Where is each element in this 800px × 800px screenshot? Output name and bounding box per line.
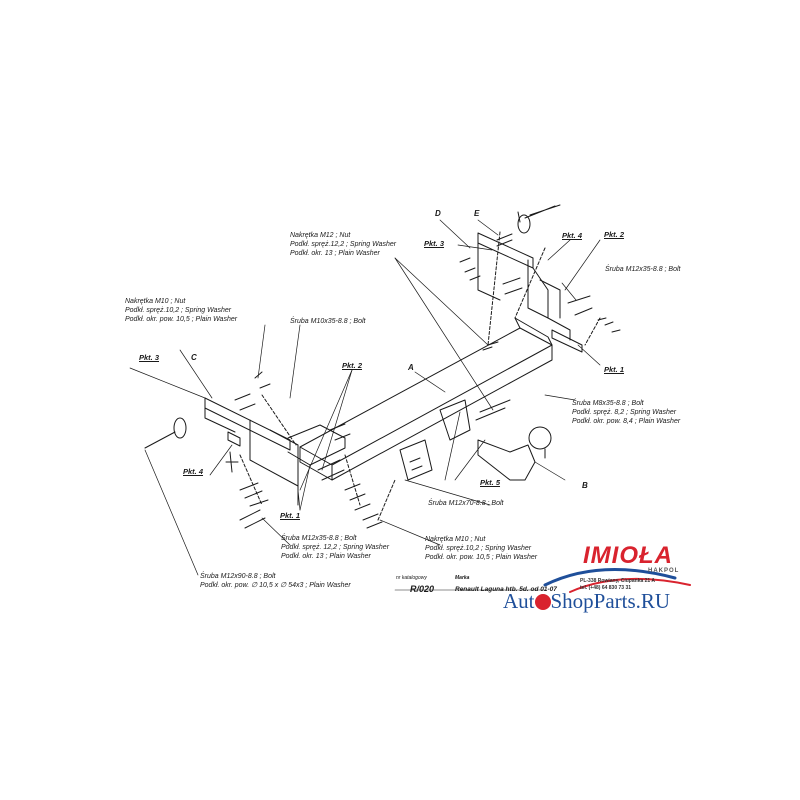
label-plain-washer-10-5-bottom: Podkł. okr. pow. 10,5 ; Plain Washer xyxy=(425,554,538,561)
logo-address-line-1: PL-338 Rowiany, Ciupanka 21 A xyxy=(580,578,656,584)
label-plain-washer-13-bottom: Podkł. okr. 13 ; Plain Washer xyxy=(281,553,371,560)
callout-pkt-4-top: Pkt. 4 xyxy=(562,231,583,240)
right-bracket xyxy=(477,232,583,353)
part-letter-d: D xyxy=(435,209,441,218)
leader-lines xyxy=(129,219,601,576)
catalog-number-label: nr katalogowy xyxy=(396,575,427,581)
part-letter-a: A xyxy=(408,363,414,372)
callout-pkt-1-right: Pkt. 1 xyxy=(604,365,625,374)
label-bolt-m12-right: Śruba M12x35-8.8 ; Bolt xyxy=(605,266,681,273)
crossbar-a xyxy=(299,317,553,481)
callout-pkt-2-mid: Pkt. 2 xyxy=(342,361,363,370)
logo-swoosh xyxy=(543,567,691,593)
label-nut-m10-bottom: Nakrętka M10 ; Nut xyxy=(425,536,486,543)
label-plain-washer-10-5-54: Podkł. okr. pow. ∅ 10,5 x ∅ 54x3 ; Plain… xyxy=(200,582,351,589)
callout-pkt-1-bottom: Pkt. 1 xyxy=(280,511,301,520)
alignment-lines xyxy=(239,231,601,521)
vehicle-model: Renault Laguna htb. 5d. od 01-07 xyxy=(455,586,557,593)
callout-pkt-5: Pkt. 5 xyxy=(480,478,501,487)
imiola-logo: IMIOŁA xyxy=(583,542,673,569)
part-letter-c: C xyxy=(191,353,197,362)
left-hardware xyxy=(144,371,383,529)
label-plain-washer-13-top: Podkł. okr. 13 ; Plain Washer xyxy=(290,250,380,257)
label-spring-washer-12-2: Podkł. spręż.12,2 ; Spring Washer xyxy=(290,241,397,248)
label-bolt-m12x70: Śruba M12x70-8.8 ; Bolt xyxy=(428,500,504,507)
make-label: Marka xyxy=(455,575,470,581)
label-spring-washer-8-2: Podkł. spręż. 8,2 ; Spring Washer xyxy=(572,409,677,416)
watermark-text-part-1: Aut xyxy=(503,589,535,613)
label-plain-washer-8-4: Podkł. okr. pow. 8,4 ; Plain Washer xyxy=(572,418,681,425)
socket-plate xyxy=(399,399,471,481)
label-bolt-m8: Śruba M8x35-8.8 ; Bolt xyxy=(572,400,644,407)
callout-pkt-3-left: Pkt. 3 xyxy=(139,353,160,362)
ball-hook-b xyxy=(477,426,552,481)
label-bolt-m12-bottom: Śruba M12x35-8.8 ; Bolt xyxy=(281,535,357,542)
label-nut-m12: Nakrętka M12 ; Nut xyxy=(290,232,351,239)
part-letter-b: B xyxy=(582,481,588,490)
label-bolt-m12x90: Śruba M12x90-8.8 ; Bolt xyxy=(200,573,276,580)
right-hardware xyxy=(459,204,621,421)
hakpol-logo-subtext: HAKPOL xyxy=(648,568,680,574)
callout-pkt-2-top: Pkt. 2 xyxy=(604,230,625,239)
label-plain-washer-10-5-left: Podkł. okr. pow. 10,5 ; Plain Washer xyxy=(125,316,238,323)
label-bolt-m10: Śruba M10x35-8.8 ; Bolt xyxy=(290,318,366,325)
label-spring-washer-10-2-left: Podkł. spręż.10,2 ; Spring Washer xyxy=(125,307,232,314)
label-spring-washer-10-2-bottom: Podkł. spręż.10,2 ; Spring Washer xyxy=(425,545,532,552)
left-bracket xyxy=(204,397,346,506)
part-letter-e: E xyxy=(474,209,480,218)
watermark-ball-icon xyxy=(534,594,551,610)
label-nut-m10-left: Nakrętka M10 ; Nut xyxy=(125,298,186,305)
watermark-autoshopparts: Aut ShopParts.RU xyxy=(503,589,670,614)
callout-pkt-3-top: Pkt. 3 xyxy=(424,239,445,248)
watermark-text-part-2: ShopParts.RU xyxy=(550,589,671,613)
label-spring-washer-12-2-bottom: Podkł. spręż. 12,2 ; Spring Washer xyxy=(281,544,390,551)
logo-address-line-2: tel. (+48) 64 830 73 31 xyxy=(580,585,632,591)
callout-pkt-4-left: Pkt. 4 xyxy=(183,467,204,476)
catalog-number: R/020 xyxy=(410,584,435,594)
